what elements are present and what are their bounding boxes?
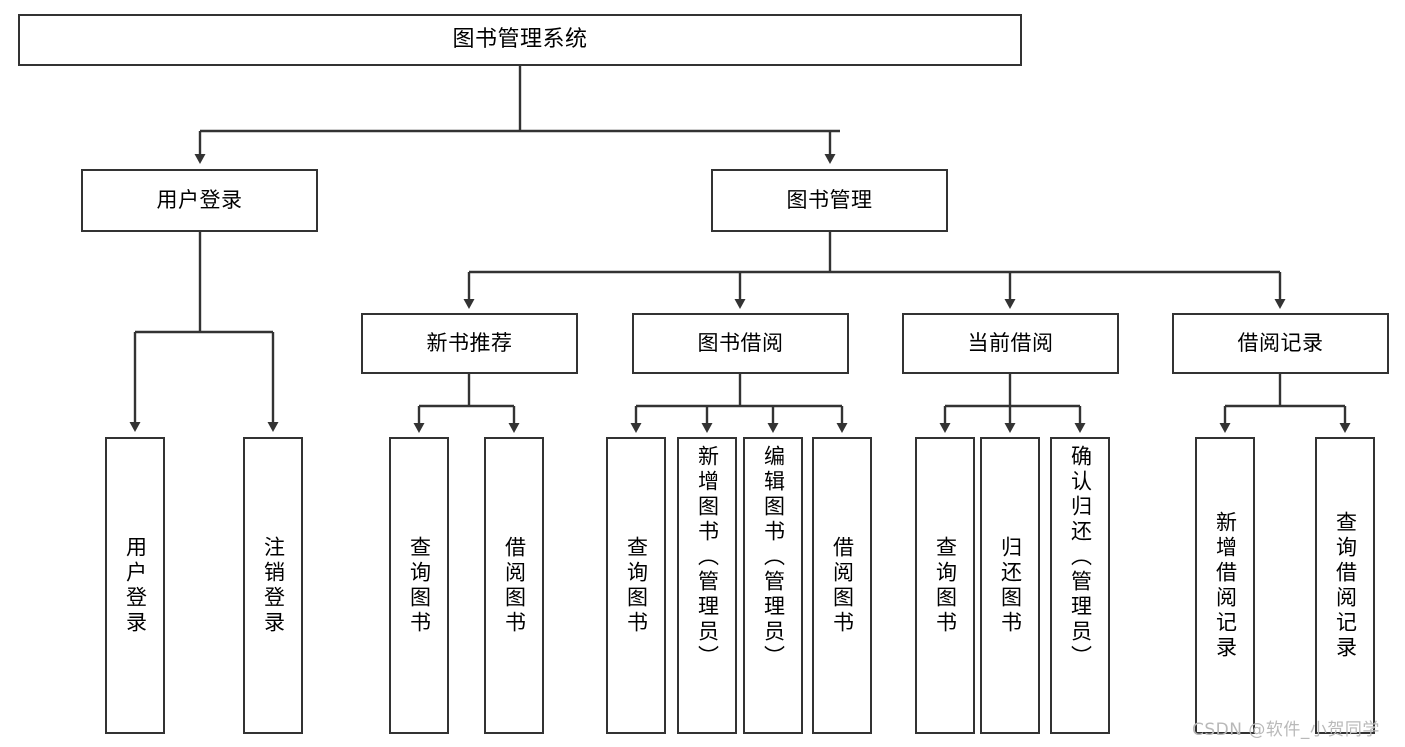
leaf-confirm-return-admin[interactable]: 确认归还（管理员） bbox=[1050, 437, 1110, 734]
csdn-watermark: CSDN @软件_小贺同学 bbox=[1192, 720, 1380, 740]
node-label: 图书管理系统 bbox=[452, 27, 588, 53]
node-label: 借阅图书 bbox=[830, 535, 855, 636]
node-label: 图书借阅 bbox=[697, 331, 784, 356]
node-label: 编辑图书（管理员） bbox=[761, 445, 786, 670]
leaf-borrow-book-newbook[interactable]: 借阅图书 bbox=[484, 437, 544, 734]
node-label: 当前借阅 bbox=[967, 331, 1054, 356]
node-label: 借阅记录 bbox=[1237, 331, 1324, 356]
node-label: 确认归还（管理员） bbox=[1068, 445, 1093, 670]
node-label: 查询图书 bbox=[933, 535, 958, 636]
leaf-query-book-current[interactable]: 查询图书 bbox=[915, 437, 975, 734]
leaf-logout[interactable]: 注销登录 bbox=[243, 437, 303, 734]
leaf-user-login[interactable]: 用户登录 bbox=[105, 437, 165, 734]
leaf-edit-book-admin[interactable]: 编辑图书（管理员） bbox=[743, 437, 803, 734]
node-current-borrow[interactable]: 当前借阅 bbox=[902, 313, 1119, 374]
leaf-borrow-book[interactable]: 借阅图书 bbox=[812, 437, 872, 734]
leaf-add-book-admin[interactable]: 新增图书（管理员） bbox=[677, 437, 737, 734]
leaf-query-book-newbook[interactable]: 查询图书 bbox=[389, 437, 449, 734]
node-label: 注销登录 bbox=[261, 535, 286, 636]
node-label: 新增图书（管理员） bbox=[695, 445, 720, 670]
node-book-management[interactable]: 图书管理 bbox=[711, 169, 948, 232]
node-label: 用户登录 bbox=[156, 188, 243, 213]
node-user-login[interactable]: 用户登录 bbox=[81, 169, 318, 232]
node-book-borrow[interactable]: 图书借阅 bbox=[632, 313, 849, 374]
node-label: 用户登录 bbox=[123, 535, 148, 636]
node-label: 借阅图书 bbox=[502, 535, 527, 636]
leaf-add-borrow-record[interactable]: 新增借阅记录 bbox=[1195, 437, 1255, 734]
node-label: 查询图书 bbox=[407, 535, 432, 636]
leaf-query-book-borrow[interactable]: 查询图书 bbox=[606, 437, 666, 734]
leaf-return-book[interactable]: 归还图书 bbox=[980, 437, 1040, 734]
leaf-query-borrow-record[interactable]: 查询借阅记录 bbox=[1315, 437, 1375, 734]
node-new-book-recommend[interactable]: 新书推荐 bbox=[361, 313, 578, 374]
node-label: 图书管理 bbox=[786, 188, 873, 213]
node-root-book-management-system[interactable]: 图书管理系统 bbox=[18, 14, 1022, 66]
node-label: 查询借阅记录 bbox=[1333, 510, 1358, 661]
node-borrow-record[interactable]: 借阅记录 bbox=[1172, 313, 1389, 374]
node-label: 新书推荐 bbox=[426, 331, 513, 356]
node-label: 查询图书 bbox=[624, 535, 649, 636]
node-label: 归还图书 bbox=[998, 535, 1023, 636]
node-label: 新增借阅记录 bbox=[1213, 510, 1238, 661]
